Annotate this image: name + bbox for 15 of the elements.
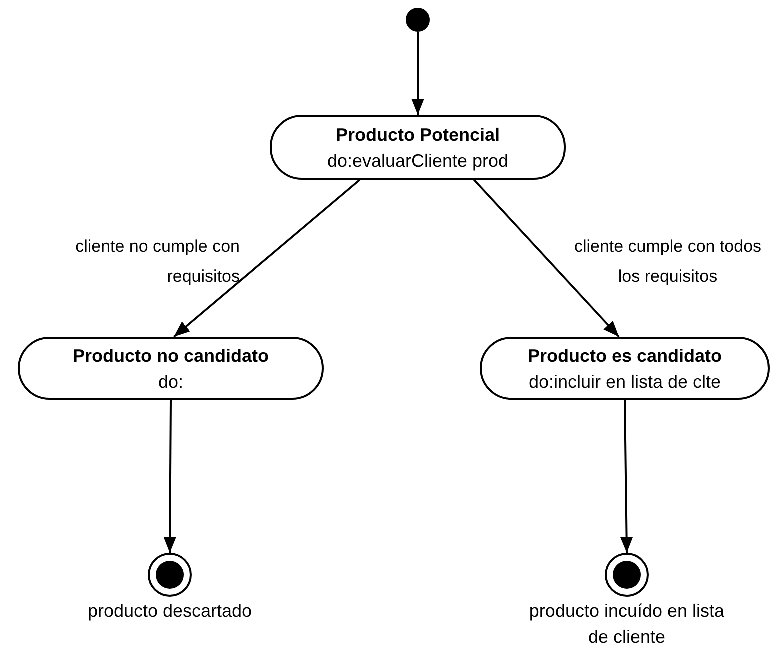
edge-label: cliente no cumple con requisitos (74, 236, 240, 288)
arrow (620, 400, 634, 554)
arrow (474, 179, 620, 338)
state-caption: producto incuído en lista de cliente (528, 600, 726, 649)
state-activity: do:evaluarCliente prod (327, 150, 509, 173)
state-activity: do:incluir en lista de clte (528, 370, 722, 394)
arrow (412, 32, 424, 115)
state-name: Producto Potencial (336, 124, 500, 146)
state-activity: do: (158, 370, 184, 394)
state-caption: producto descartado (86, 600, 254, 623)
state-name: Producto es candidato (528, 344, 722, 368)
state-name: Producto no candidato (73, 344, 269, 368)
arrow (173, 179, 361, 338)
edge-label: cliente cumple con todos los requisitos (573, 236, 763, 288)
arrow (164, 400, 176, 553)
